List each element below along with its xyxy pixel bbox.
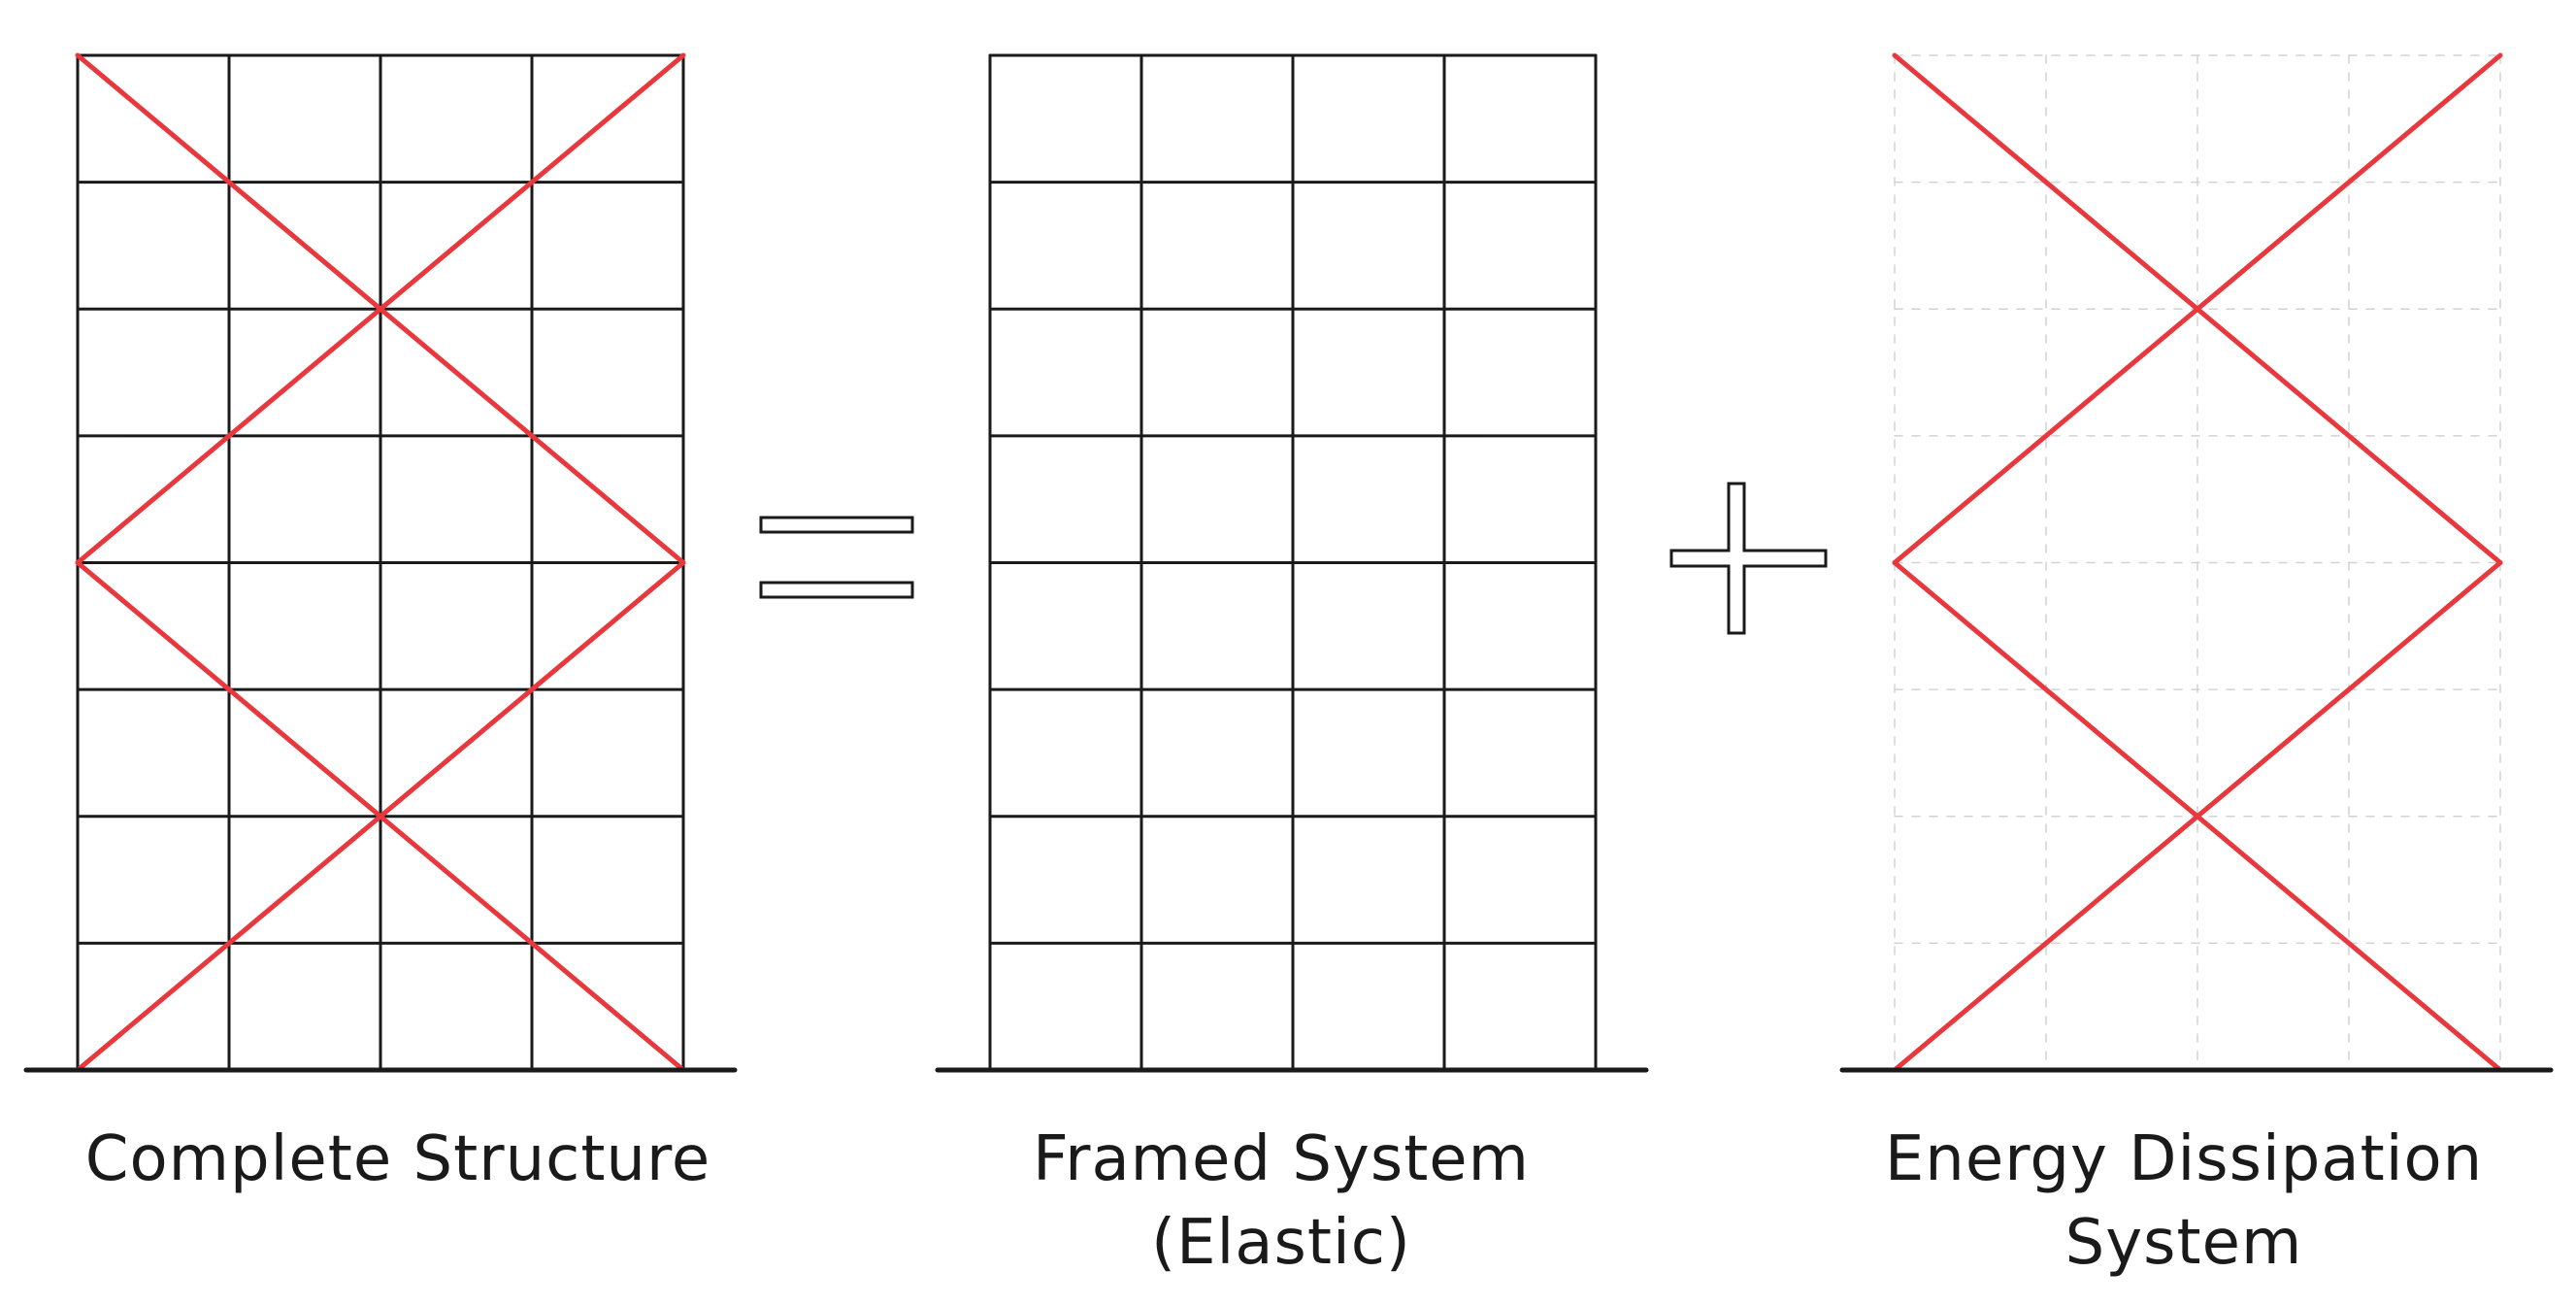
caption-line: (Elastic): [1151, 1206, 1411, 1279]
brace-member: [75, 560, 383, 820]
brace-member: [1892, 52, 2200, 312]
brace-member: [2195, 306, 2503, 565]
brace-member: [1892, 306, 2200, 565]
caption-line: Complete Structure: [84, 1123, 711, 1195]
caption-line: Energy Dissipation: [1884, 1123, 2484, 1195]
caption-complete-structure: Complete Structure: [19, 1119, 776, 1202]
brace-member: [378, 814, 686, 1073]
brace-member: [378, 560, 686, 820]
caption-framed-system: Framed System (Elastic): [912, 1119, 1650, 1286]
caption-energy-dissipation-system: Energy Dissipation System: [1805, 1119, 2562, 1286]
brace-member: [378, 52, 686, 312]
brace-member: [75, 306, 383, 565]
complete-structure-panel: [23, 52, 738, 1073]
brace-member: [75, 52, 383, 312]
equals-sign: [759, 516, 914, 599]
framed-system-panel: [935, 53, 1649, 1073]
brace-member: [1892, 814, 2200, 1073]
energy-dissipation-panel: [1839, 52, 2554, 1073]
plus-sign: [1669, 482, 1828, 635]
brace-member: [1892, 560, 2200, 820]
brace-member: [378, 306, 686, 565]
caption-line: System: [2064, 1206, 2303, 1279]
brace-member: [2195, 814, 2503, 1073]
brace-member: [2195, 52, 2503, 312]
brace-member: [75, 814, 383, 1073]
brace-member: [2195, 560, 2503, 820]
caption-line: Framed System: [1032, 1123, 1531, 1195]
